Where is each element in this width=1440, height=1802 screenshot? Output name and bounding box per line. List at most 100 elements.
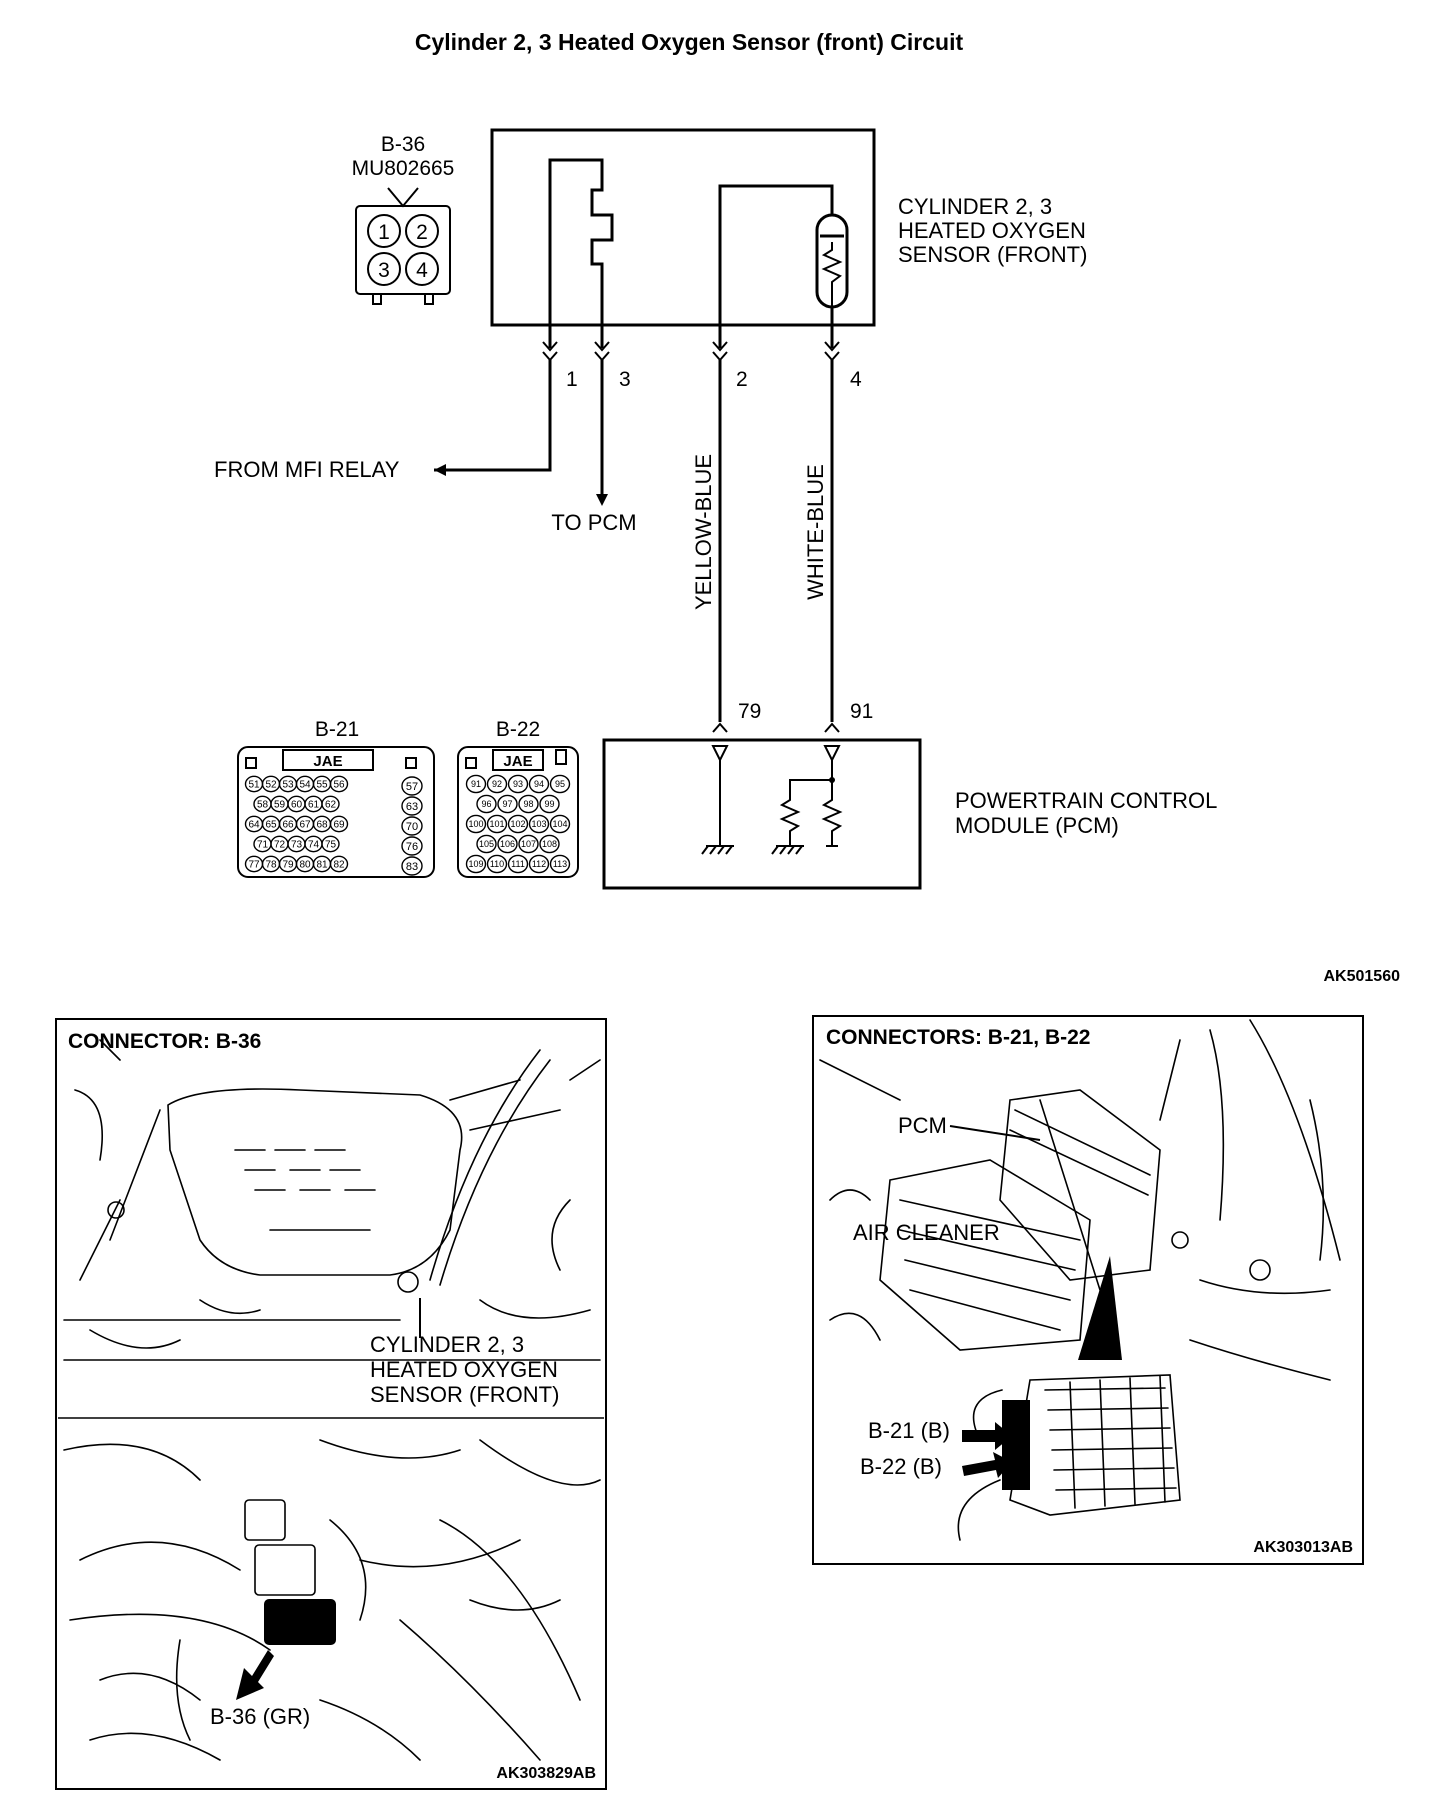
pcm-bay-illustration — [819, 1019, 1341, 1381]
b36-pin-2 — [405, 214, 439, 248]
connector-pin-number: 94 — [534, 779, 544, 789]
connector-pin-number: 95 — [555, 779, 565, 789]
terminal-number: 2 — [736, 368, 748, 391]
sensor-lead-2 — [718, 184, 834, 348]
connector-pin-number: 73 — [291, 840, 303, 851]
connector-pin — [329, 775, 349, 793]
connector-pin — [486, 854, 508, 874]
b36-part-number: MU802665 — [352, 157, 455, 180]
connector-pin — [465, 774, 487, 794]
b36-foot — [424, 293, 434, 305]
b21-key — [405, 757, 417, 769]
from-mfi-relay-label: FROM MFI RELAY — [214, 457, 400, 482]
oxygen-sensor-box: CYLINDER 2, 3 HEATED OXYGEN SENSOR (FRON… — [490, 128, 1087, 348]
connector-pin-number: 101 — [489, 819, 504, 829]
connector-pin-number: 67 — [299, 820, 311, 831]
connector-pin — [329, 855, 349, 873]
connector-pin-number: 55 — [316, 780, 328, 791]
connector-pin-number: 72 — [274, 840, 286, 851]
connector-pin-number: 106 — [500, 839, 515, 849]
connector-pin — [465, 814, 487, 834]
connector-pin-number: 57 — [406, 781, 418, 793]
connector-pin — [539, 834, 560, 854]
b22-id-label: B-22 — [496, 718, 540, 741]
connector-pin-number: 103 — [531, 819, 546, 829]
panel-title: CONNECTORS: B-21, B-22 — [826, 1026, 1091, 1049]
connector-pin-number: 99 — [544, 799, 554, 809]
connector-pin-number: 98 — [523, 799, 533, 809]
sensor-label-line: SENSOR (FRONT) — [898, 242, 1087, 267]
b36-pin-4 — [405, 252, 439, 286]
panel-code: AK303013AB — [1253, 1539, 1353, 1556]
to-pcm-label: TO PCM — [551, 510, 636, 535]
arrow-pointer-icon — [236, 1650, 274, 1700]
b21-maker-plate — [282, 749, 374, 771]
connector-pin — [465, 854, 487, 874]
b22-callout: B-22 (B) — [860, 1454, 942, 1479]
connector-pin-number: 92 — [492, 779, 502, 789]
pcm-terminal-number: 79 — [738, 700, 761, 723]
connector-pin-number: 70 — [406, 821, 418, 833]
connector-pin-number: 71 — [257, 840, 269, 851]
callout-line: SENSOR (FRONT) — [370, 1382, 559, 1407]
b36-pin-label: 2 — [416, 221, 428, 244]
b22-maker-plate — [492, 749, 544, 771]
ground-icon — [701, 845, 734, 855]
connector-pin-number: 66 — [282, 820, 294, 831]
connector-pin — [321, 835, 340, 853]
connector-pin — [549, 774, 571, 794]
connector-pin-number: 52 — [265, 780, 277, 791]
pcm-label-line: POWERTRAIN CONTROL — [955, 788, 1217, 813]
b21-maker-label: JAE — [313, 753, 342, 770]
connector-pin — [497, 794, 518, 814]
sensor-label-line: HEATED OXYGEN — [898, 218, 1086, 243]
connector-pin — [476, 794, 497, 814]
connector-pin-number: 51 — [248, 780, 260, 791]
connector-pin-number: 110 — [490, 859, 504, 869]
connector-pin — [549, 814, 571, 834]
pcm-input-triangle — [711, 745, 729, 763]
b21-callout: B-21 (B) — [868, 1418, 950, 1443]
terminal-number: 1 — [566, 368, 578, 391]
sensor-terminal-markers: 1 3 2 4 — [542, 341, 862, 391]
connector-pin-number: 97 — [502, 799, 512, 809]
b22-key — [555, 749, 567, 765]
connector-pin — [518, 834, 539, 854]
figure-code-top: AK501560 — [1324, 968, 1401, 985]
connector-pin — [486, 774, 508, 794]
connector-pin — [401, 836, 423, 856]
pcm-harness-connectors — [1002, 1400, 1030, 1490]
connector-pin — [497, 834, 518, 854]
b36-connector-face: B-36 MU802665 1 2 3 4 — [352, 133, 455, 305]
b36-pin-label: 3 — [378, 259, 390, 282]
arrow-down-icon — [596, 494, 608, 506]
b22-maker-label: JAE — [503, 753, 532, 770]
connector-pin — [528, 774, 550, 794]
connector-pin-number: 81 — [316, 860, 328, 871]
connector-b36-location-panel: CONNECTOR: B-36 CYLINDER 2, 3 HEATED OXY… — [55, 1018, 607, 1790]
connector-pin-number: 91 — [471, 779, 481, 789]
connector-pin — [321, 795, 340, 813]
connector-pin-number: 93 — [513, 779, 523, 789]
connector-pin-number: 74 — [308, 840, 320, 851]
callout-leader — [949, 1125, 1041, 1141]
callout-line: HEATED OXYGEN — [370, 1357, 558, 1382]
b21-key — [245, 757, 257, 769]
arrow-right-icon — [962, 1452, 1012, 1478]
panel-code: AK303829AB — [496, 1765, 596, 1782]
connector-pin-number: 60 — [291, 800, 303, 811]
connector-pin — [507, 854, 529, 874]
b36-pin-label: 4 — [416, 259, 428, 282]
connector-pin-number: 96 — [481, 799, 491, 809]
connector-pin — [507, 814, 529, 834]
sensor-resistor-symbol — [821, 242, 843, 307]
pcm-box: POWERTRAIN CONTROL MODULE (PCM) — [602, 738, 1217, 890]
connector-pin-number: 76 — [406, 841, 418, 853]
connector-pin — [401, 776, 423, 796]
wire-mfi-relay — [434, 360, 552, 472]
connector-pin-number: 82 — [333, 860, 345, 871]
connector-pin — [507, 774, 529, 794]
connector-pin-number: 59 — [274, 800, 286, 811]
